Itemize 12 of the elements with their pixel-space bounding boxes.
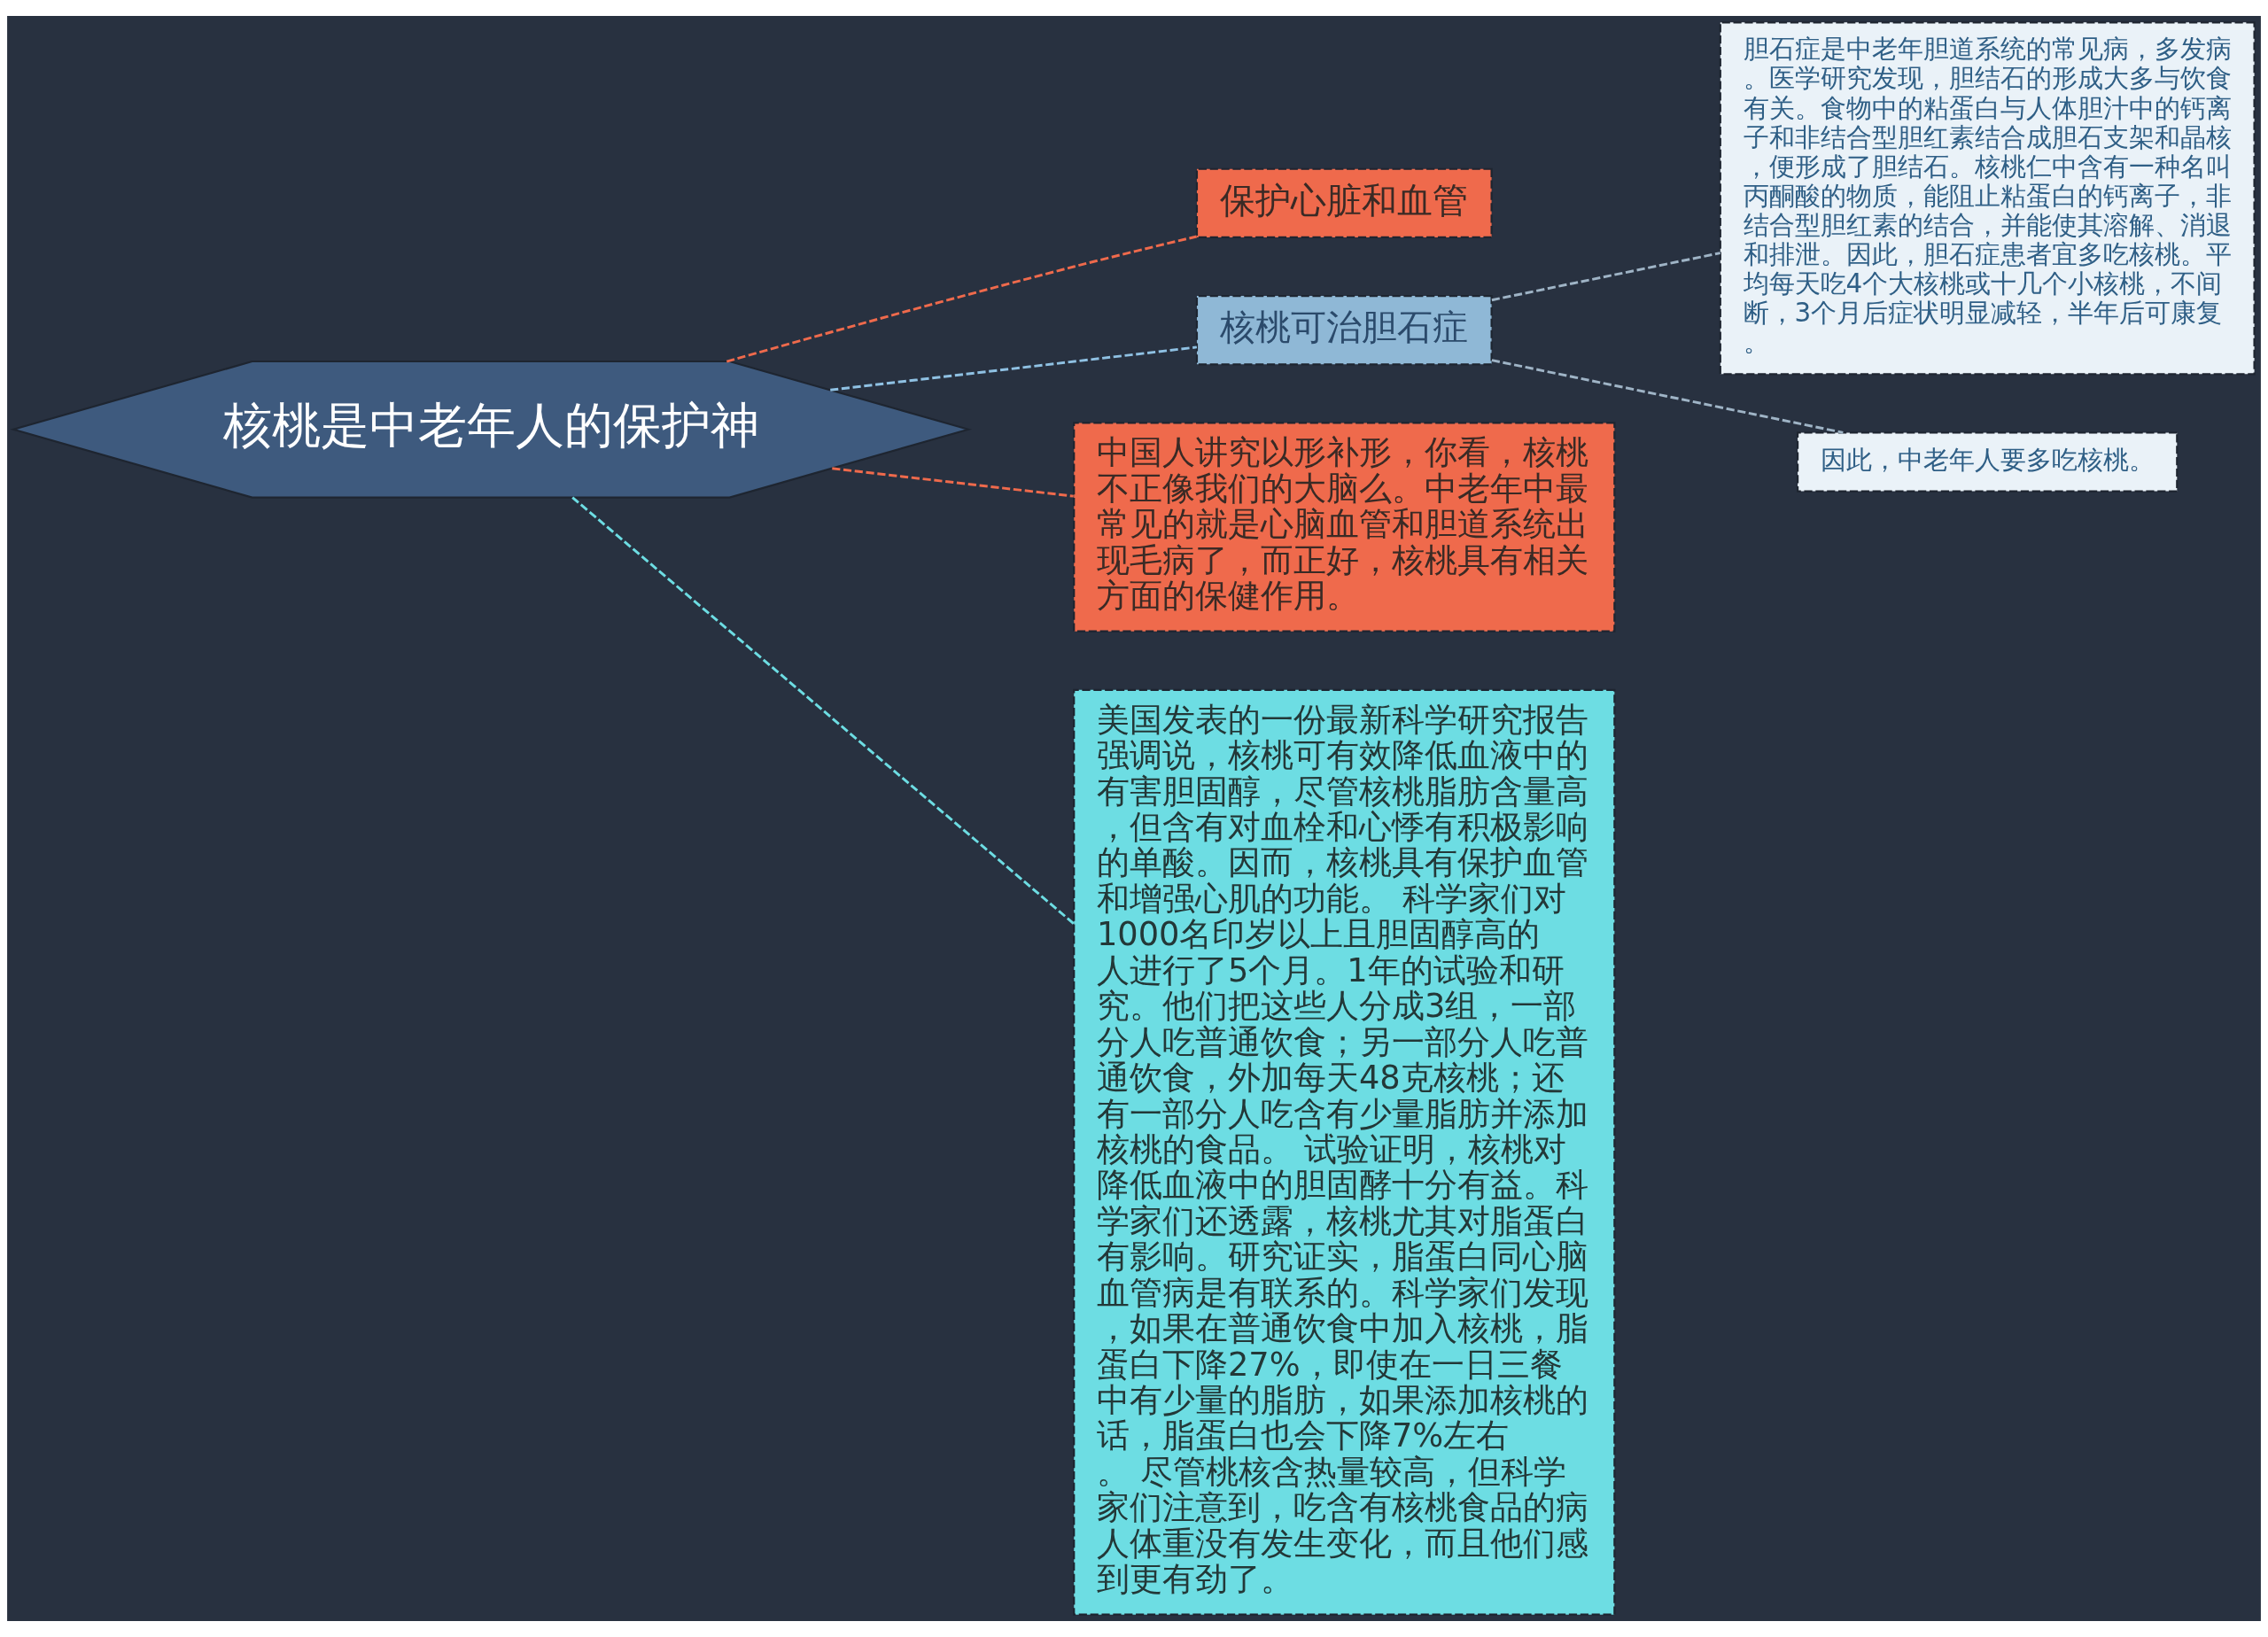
connector [1491,359,1844,434]
node-box: 中国人讲究以形补形，你看，核桃不正像我们的大脑么。中老年中最常见的就是心脑血管和胆道系统出现毛病了，而正好，核桃具有相关方面的保健作用。 [1073,422,1616,632]
connector [1491,252,1721,302]
node-box: 核桃可治胆石症 [1195,295,1493,366]
node-box: 美国发表的一份最新科学研究报告强调说，核桃可有效降低血液中的有害胆固醇，尽管核桃脂肪含量高，但含有对血栓和心悸有积极影响的单酸。因而，核桃具有保护血管和增强心肌的功能。 科学家们对1000名印岁以上且胆固醇高的人进行了5个月。1年的试验和研究。他们把这些人分成3组，一部分人吃普通饮食；另一部分人吃普通饮食，外加每天48克核桃；还有一部分人吃含有少量脂肪并添加核桃的食品。 试验证明，核桃对降低血液中的胆固酵十分有益。科学家们还透露，核桃尤其对脂蛋白有影响。研究证实，脂蛋白同心脑血管病是有联系的。科学家们发现，如果在普通饮食中加入核桃，脂蛋白下降27%，即使在一日三餐中有少量的脂肪，如果添加核桃的话，脂蛋白也会下降7%左右。 尽管桃核含热量较高，但科学家们注意到，吃含有核桃食品的病人体重没有发生变化，而且他们感到更有劲了。 [1073,688,1616,1616]
connector [571,496,1076,925]
connector [830,345,1198,392]
node-box: 胆石症是中老年胆道系统的常见病，多发病。医学研究发现，胆结石的形成大多与饮食有关。食物中的粘蛋白与人体胆汁中的钙离子和非结合型胆红素结合成胆石支架和晶核，便形成了胆结石。核桃仁中含有一种名叫丙酮酸的物质，能阻止粘蛋白的钙离子，非结合型胆红素的结合，并能使其溶解、消退和排泄。因此，胆石症患者宜多吃核桃。平均每天吃4个大核桃或十几个小核桃，不间断，3个月后症状明显减轻，半年后可康复。 [1719,21,2256,376]
node-box: 因此，中老年人要多吃核桃。 [1797,431,2179,493]
connector [726,235,1198,363]
connector [832,467,1074,498]
node-box: 保护心脏和血管 [1195,167,1493,239]
